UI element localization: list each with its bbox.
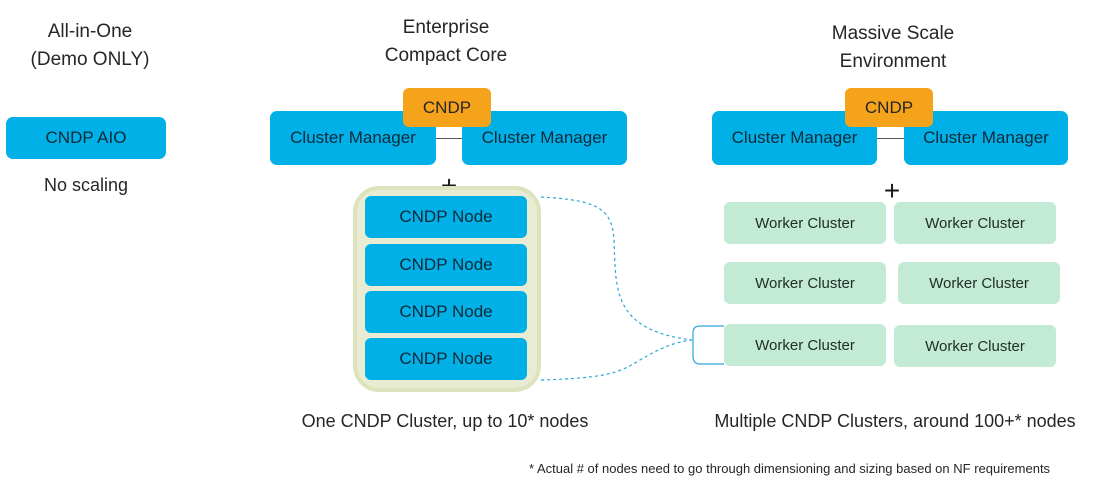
worker-cluster: Worker Cluster [724,262,886,304]
worker-cluster-label: Worker Cluster [925,214,1025,232]
worker-cluster-label: Worker Cluster [755,274,855,292]
enterprise-cndp-box: CNDP [403,88,491,127]
aio-heading-line1: All-in-One [47,21,133,42]
callout-line-bottom [540,339,693,381]
cndp-node-label: CNDP Node [399,207,493,226]
enterprise-heading-line1: Enterprise [402,17,490,38]
worker-cluster: Worker Cluster [724,202,886,244]
cndp-node: CNDP Node [365,291,527,333]
enterprise-caption: One CNDP Cluster, up to 10* nodes [301,411,589,431]
enterprise-manager-connector [436,138,462,139]
massive-heading-line2: Environment [839,51,947,72]
massive-manager-connector [877,138,905,139]
cndp-node-label: CNDP Node [399,349,493,368]
aio-heading: All-in-One (Demo ONLY) [10,18,170,74]
massive-heading-line1: Massive Scale [831,23,955,44]
enterprise-heading: Enterprise Compact Core [356,14,536,70]
aio-heading-line2: (Demo ONLY) [30,49,150,70]
enterprise-cndp-label: CNDP [422,97,472,117]
worker-cluster-label: Worker Cluster [925,337,1025,355]
cndp-node-label: CNDP Node [399,302,493,321]
worker-cluster: Worker Cluster [894,325,1056,367]
aio-caption: No scaling [43,175,129,195]
massive-heading: Massive Scale Environment [793,20,993,76]
cndp-node: CNDP Node [365,244,527,286]
enterprise-cluster-manager-left-label: Cluster Manager [290,128,416,147]
worker-bracket [692,325,724,365]
cndp-aio-box: CNDP AIO [6,117,166,159]
worker-cluster: Worker Cluster [894,202,1056,244]
worker-cluster: Worker Cluster [724,324,886,366]
cndp-aio-label: CNDP AIO [45,128,127,147]
footnote: * Actual # of nodes need to go through d… [529,461,1051,476]
cndp-node-label: CNDP Node [399,255,493,274]
massive-caption: Multiple CNDP Clusters, around 100+* nod… [714,411,1076,431]
enterprise-cluster-manager-right-label: Cluster Manager [481,128,608,147]
worker-cluster: Worker Cluster [898,262,1060,304]
worker-cluster-label: Worker Cluster [929,274,1029,292]
massive-cluster-manager-left-label: Cluster Manager [731,128,858,147]
cndp-node: CNDP Node [365,196,527,238]
worker-cluster-label: Worker Cluster [755,336,855,354]
cndp-node: CNDP Node [365,338,527,380]
massive-cndp-label: CNDP [864,97,914,117]
massive-cndp-box: CNDP [845,88,933,127]
worker-cluster-label: Worker Cluster [755,214,855,232]
callout-line-top [540,196,693,341]
enterprise-heading-line2: Compact Core [384,45,508,66]
massive-plus-icon: + [883,175,901,206]
massive-cluster-manager-right-label: Cluster Manager [923,128,1049,147]
